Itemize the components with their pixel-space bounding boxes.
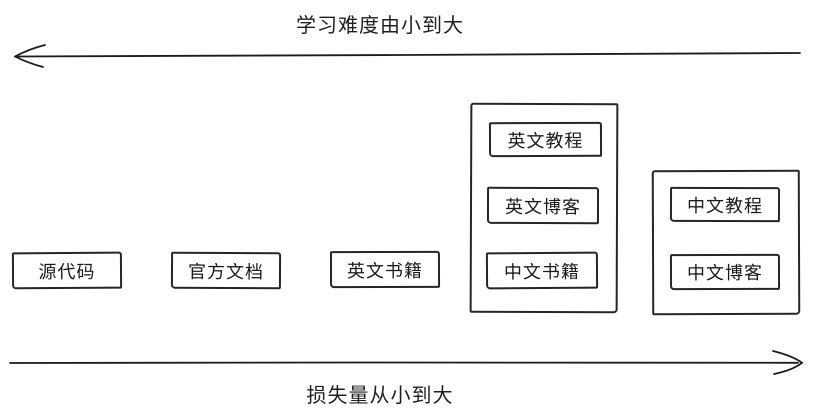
box-chinese-tutorials-label: 中文教程: [686, 195, 764, 216]
right-arrow: [9, 350, 803, 375]
box-english-books: 英文书籍: [329, 250, 441, 289]
box-source-code-label: 源代码: [38, 261, 96, 282]
box-official-docs: 官方文档: [170, 251, 282, 290]
box-chinese-books: 中文书籍: [485, 251, 599, 290]
box-english-tutorials: 英文教程: [488, 121, 603, 158]
box-source-code: 源代码: [11, 251, 123, 290]
box-chinese-books-label: 中文书籍: [503, 261, 581, 282]
box-chinese-blogs: 中文博客: [669, 253, 781, 291]
box-english-tutorials-label: 英文教程: [507, 130, 584, 151]
box-english-books-label: 英文书籍: [346, 260, 424, 281]
bottom-axis-label: 损失量从小到大: [306, 385, 454, 407]
box-chinese-blogs-label: 中文博客: [686, 262, 764, 284]
box-english-blogs-label: 英文博客: [504, 196, 582, 217]
left-arrow: [14, 44, 801, 68]
box-english-blogs: 英文博客: [486, 186, 600, 225]
box-chinese-tutorials: 中文教程: [669, 186, 781, 223]
box-official-docs-label: 官方文档: [187, 261, 265, 282]
top-axis-label: 学习难度由小到大: [296, 15, 464, 37]
